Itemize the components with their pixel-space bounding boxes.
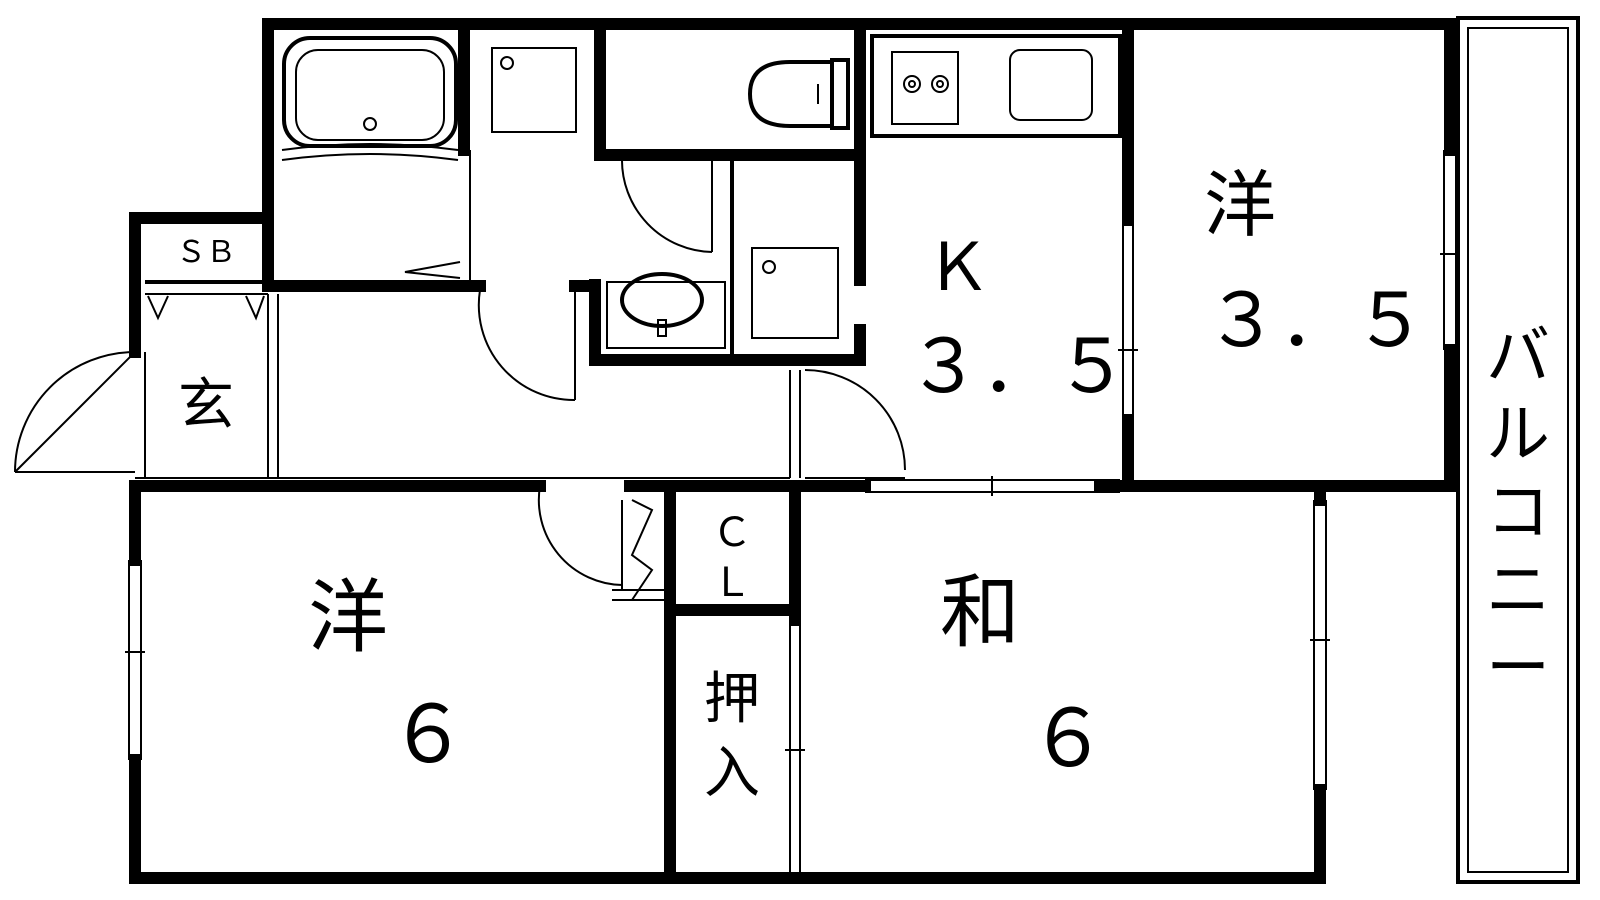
western-left-name: 洋 xyxy=(308,571,388,664)
closet-label-c: Ｃ xyxy=(712,510,752,556)
washitsu-name: 和 xyxy=(940,566,1020,659)
closet-label-l: Ｌ xyxy=(712,560,752,606)
balcony-char-3: コ xyxy=(1486,476,1550,550)
washitsu-size: ６ xyxy=(1028,692,1108,785)
genkan-label: 玄 xyxy=(178,373,234,438)
sb-label: ＳＢ xyxy=(176,235,236,270)
kitchen-counter xyxy=(870,34,1122,138)
storage-box-icon xyxy=(751,247,839,339)
balcony-char-4: ニ xyxy=(1486,554,1550,628)
wash-basin-icon xyxy=(606,272,726,349)
western-top-name: 洋 xyxy=(1204,163,1276,247)
kitchen-name: Ｋ xyxy=(925,229,991,306)
oshiire-label-2: 入 xyxy=(704,741,760,806)
oshiire-label-1: 押 xyxy=(704,667,760,732)
bathtub-icon xyxy=(281,36,459,161)
balcony-char-2: ル xyxy=(1486,398,1550,472)
western-top-size: ３．５ xyxy=(1205,278,1427,364)
windows xyxy=(125,150,1460,790)
interior-walls xyxy=(129,18,1138,884)
toilet-icon xyxy=(747,58,850,130)
balcony xyxy=(1456,16,1580,884)
western-left-size: ６ xyxy=(388,688,468,781)
washing-machine-icon xyxy=(491,47,577,133)
doors xyxy=(14,157,906,601)
balcony-char-5: ー xyxy=(1486,632,1550,706)
kitchen-size: ３．５ xyxy=(907,324,1129,410)
balcony-char-1: バ xyxy=(1486,320,1550,394)
